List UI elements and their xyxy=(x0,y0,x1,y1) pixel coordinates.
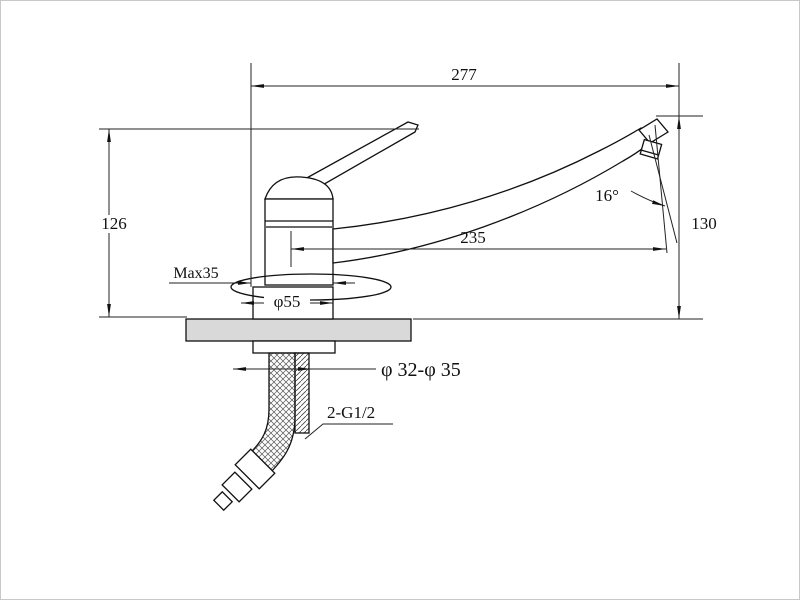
faucet-figure xyxy=(185,118,669,512)
label-bg-126 xyxy=(95,215,133,233)
countertop xyxy=(185,318,412,342)
dim-235-label: 235 xyxy=(460,228,486,247)
max35-label: Max35 xyxy=(173,265,218,282)
angle-ref-line-tilted xyxy=(648,134,678,244)
hole-diameter-label: φ 32-φ 35 xyxy=(381,359,461,381)
mounting-nut xyxy=(252,340,336,354)
thread-spec-label: 2-G1/2 xyxy=(327,403,375,422)
angle-ref-line-vertical xyxy=(654,124,668,254)
angle-16-label: 16° xyxy=(595,186,619,205)
hose-fitting xyxy=(212,448,276,512)
callout-thread-leader xyxy=(304,423,393,440)
phi55-label: φ55 xyxy=(274,292,301,311)
base-escutcheon xyxy=(230,273,392,301)
dim-130-label: 130 xyxy=(691,214,717,233)
spout-aerator xyxy=(639,138,663,160)
dim-126-label: 126 xyxy=(101,214,127,233)
angle-arc-arrow xyxy=(630,190,666,207)
faucet-cap xyxy=(264,176,334,200)
threaded-stud xyxy=(294,352,310,434)
label-layer: 277 126 130 235 16° Max35 φ55 φ 32-φ 35 … xyxy=(101,65,717,422)
label-bg-phi55 xyxy=(264,293,310,310)
spout-tip xyxy=(638,118,669,144)
faucet-body xyxy=(264,198,334,286)
dim-277-label: 277 xyxy=(451,65,477,84)
